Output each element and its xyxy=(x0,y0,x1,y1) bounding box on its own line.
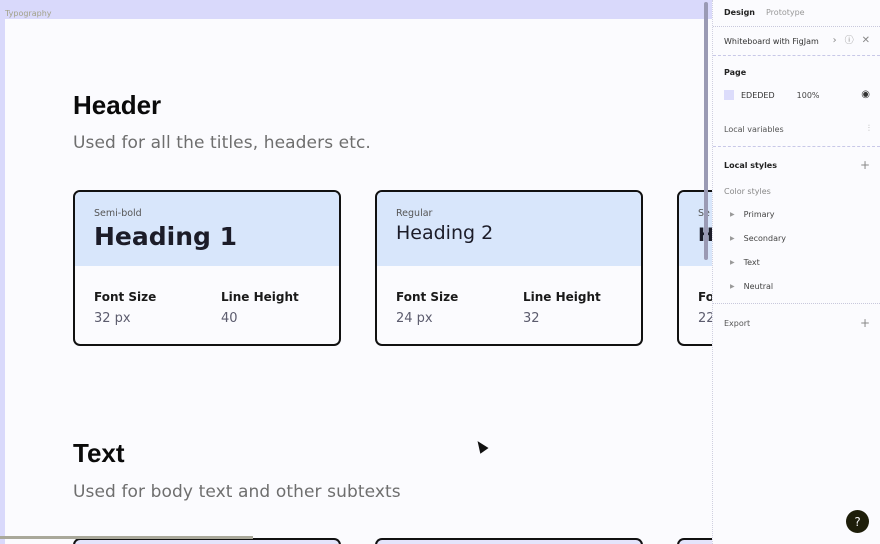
line-height-value: 40 xyxy=(221,311,238,326)
caret-right-icon: ▶ xyxy=(730,235,735,242)
caret-right-icon: ▶ xyxy=(730,259,735,266)
plugin-row[interactable]: Whiteboard with FigJam › ⓘ ✕ xyxy=(724,36,870,46)
style-item-secondary[interactable]: ▶ Secondary xyxy=(730,234,786,243)
line-height-value: 32 xyxy=(523,311,540,326)
mouse-cursor-icon xyxy=(473,438,489,454)
card-weight: Semi-bold xyxy=(94,208,142,219)
line-height-label: Line Height xyxy=(221,290,299,304)
card-heading: Heading 1 xyxy=(94,222,238,251)
local-variables-row[interactable]: Local variables ⫶ xyxy=(724,124,870,135)
export-row[interactable]: Export + xyxy=(724,317,870,329)
frame-left-edge xyxy=(0,0,5,544)
font-size-label: Fo xyxy=(698,290,712,304)
font-size-label: Font Size xyxy=(396,290,459,304)
local-styles-row: Local styles + xyxy=(724,159,870,171)
page-color-hex[interactable]: EDEDED xyxy=(741,90,775,100)
card-preview-area xyxy=(75,192,339,266)
type-card-heading-2[interactable]: Regular Heading 2 Font Size 24 px Line H… xyxy=(375,190,643,346)
text-card-3[interactable] xyxy=(677,538,712,544)
horizontal-scrollbar[interactable] xyxy=(0,536,253,539)
eye-icon[interactable]: ◉ xyxy=(861,89,870,100)
style-item-label: Secondary xyxy=(743,234,786,243)
add-export-icon[interactable]: + xyxy=(859,316,870,330)
chevron-right-icon[interactable]: › xyxy=(832,35,837,46)
style-item-text[interactable]: ▶ Text xyxy=(730,258,760,267)
color-swatch[interactable] xyxy=(724,90,734,100)
panel-tabs: Design Prototype xyxy=(724,8,805,17)
tab-prototype[interactable]: Prototype xyxy=(766,8,805,17)
divider xyxy=(713,146,880,147)
plugin-label[interactable]: Whiteboard with FigJam xyxy=(724,36,819,46)
sliders-icon[interactable]: ⫶ xyxy=(867,124,870,134)
font-size-value: 24 px xyxy=(396,311,433,326)
style-item-neutral[interactable]: ▶ Neutral xyxy=(730,282,773,291)
font-size-label: Font Size xyxy=(94,290,157,304)
section-subtitle-text: Used for body text and other subtexts xyxy=(73,482,401,502)
help-circle-icon[interactable]: ⓘ xyxy=(844,35,854,46)
design-panel: Design Prototype Whiteboard with FigJam … xyxy=(712,0,880,544)
close-icon[interactable]: ✕ xyxy=(861,35,870,46)
style-item-label: Text xyxy=(743,258,760,267)
text-card-2[interactable] xyxy=(375,538,643,544)
page-opacity[interactable]: 100% xyxy=(796,90,820,100)
add-style-icon[interactable]: + xyxy=(859,158,870,172)
local-styles-heading: Local styles xyxy=(724,160,777,170)
card-weight: Regular xyxy=(396,208,433,219)
section-title-header: Header xyxy=(73,90,162,120)
caret-right-icon: ▶ xyxy=(730,211,735,218)
help-button[interactable]: ? xyxy=(846,510,869,533)
font-size-value: 22 xyxy=(698,311,712,326)
card-heading: Heading 2 xyxy=(396,222,494,244)
local-variables-label[interactable]: Local variables xyxy=(724,125,784,134)
text-card-1[interactable] xyxy=(73,538,341,544)
divider xyxy=(713,303,880,304)
design-canvas[interactable]: Typography Header Used for all the title… xyxy=(0,0,712,544)
section-subtitle-header: Used for all the titles, headers etc. xyxy=(73,133,371,153)
divider xyxy=(713,55,880,56)
export-label[interactable]: Export xyxy=(724,318,751,328)
style-item-label: Primary xyxy=(743,210,775,219)
type-card-heading-1[interactable]: Semi-bold Heading 1 Font Size 32 px Line… xyxy=(73,190,341,346)
caret-right-icon: ▶ xyxy=(730,283,735,290)
page-color-row[interactable]: EDEDED 100% ◉ xyxy=(724,90,870,100)
frame-label[interactable]: Typography xyxy=(5,9,52,18)
page-heading: Page xyxy=(724,68,747,77)
card-weight: Se xyxy=(698,208,710,219)
style-item-label: Neutral xyxy=(743,282,774,291)
style-item-primary[interactable]: ▶ Primary xyxy=(730,210,775,219)
color-styles-label: Color styles xyxy=(724,187,771,196)
frame-header-strip xyxy=(0,0,712,19)
tab-design[interactable]: Design xyxy=(724,8,755,17)
section-title-text: Text xyxy=(73,438,125,468)
vertical-scrollbar[interactable] xyxy=(704,2,708,260)
line-height-label: Line Height xyxy=(523,290,601,304)
font-size-value: 32 px xyxy=(94,311,131,326)
divider xyxy=(713,26,880,27)
card-preview-area xyxy=(377,192,641,266)
